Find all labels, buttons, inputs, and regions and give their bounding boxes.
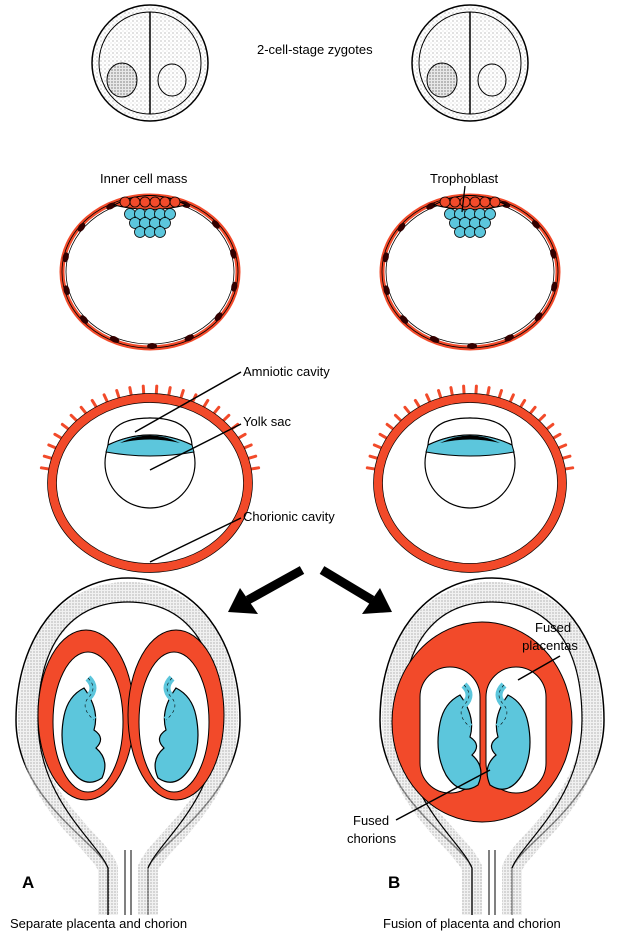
- trophoblast-cell: [449, 196, 461, 208]
- caption-a: Separate placenta and chorion: [10, 916, 187, 931]
- label-zygotes: 2-cell-stage zygotes: [257, 42, 373, 57]
- trophoblast-nucleus: [383, 285, 390, 296]
- chorionic-vesicle-right: [365, 384, 575, 573]
- zygote-right: [411, 4, 529, 122]
- trophoblast-nucleus: [62, 252, 69, 263]
- trophoblast-cell: [489, 196, 501, 208]
- inner-cell-mass-cell: [134, 226, 146, 238]
- label-fused-placentas-2: placentas: [522, 638, 578, 653]
- trophoblast-nucleus: [147, 342, 158, 349]
- trophoblast-nucleus: [534, 312, 543, 322]
- trophoblast-nucleus: [230, 248, 237, 259]
- trophoblast-cell: [439, 196, 451, 208]
- trophoblast-cell: [119, 196, 131, 208]
- label-chorionic-cavity: Chorionic cavity: [243, 509, 335, 524]
- trophoblast-nucleus: [504, 334, 514, 342]
- fetus: [486, 694, 531, 790]
- trophoblast-nucleus: [550, 248, 557, 259]
- leader-fused-chorions: [395, 769, 491, 821]
- uterus-b: [379, 577, 605, 915]
- leader-amniotic: [134, 371, 242, 433]
- trophoblast-nucleus: [397, 222, 406, 232]
- trophoblast-nucleus: [551, 281, 558, 292]
- trophoblast-nucleus: [531, 220, 540, 229]
- chorionic-vesicle-left: [39, 384, 261, 573]
- inner-cell-mass-cell: [164, 208, 176, 220]
- outline: [373, 393, 567, 573]
- trophoblast-nucleus: [109, 336, 120, 343]
- trophoblast-cell: [129, 196, 141, 208]
- trophoblast-nucleus: [80, 315, 89, 324]
- trophoblast-nucleus: [211, 220, 220, 229]
- blastocyst-right: [379, 193, 561, 351]
- outline: [56, 402, 244, 564]
- trophoblast-cell: [469, 196, 481, 208]
- trophoblast-nucleus: [63, 285, 70, 296]
- inner-cell-mass-cell: [484, 208, 496, 220]
- trophoblast-nucleus: [400, 315, 409, 324]
- trophoblast-nucleus: [231, 281, 238, 292]
- label-inner-cell-mass: Inner cell mass: [100, 171, 188, 186]
- umbilical-cord-outline: [165, 677, 176, 721]
- umbilical-cord-outline: [497, 684, 508, 728]
- label-yolk-sac: Yolk sac: [243, 414, 291, 429]
- leader-fused-placentas: [517, 655, 561, 681]
- trophoblast-nucleus: [426, 202, 436, 210]
- fetus: [61, 687, 106, 783]
- uterine-wall: [381, 581, 603, 915]
- inner-cell-mass-cell: [144, 226, 156, 238]
- epiblast: [440, 435, 500, 443]
- label-trophoblast: Trophoblast: [430, 171, 499, 186]
- trophoblast-cell: [459, 196, 471, 208]
- trophoblast-cell: [139, 196, 151, 208]
- trophoblast-cell: [169, 196, 181, 208]
- outline: [382, 402, 558, 564]
- umbilical-cord-outline: [84, 677, 95, 721]
- trophoblast-nucleus: [77, 222, 86, 232]
- label-fused-placentas-1: Fused: [535, 620, 571, 635]
- cervical-canal: [488, 850, 496, 915]
- arrow-to-a-icon: [228, 566, 305, 614]
- inner-cell-mass-cell: [454, 226, 466, 238]
- panel-letter-a: A: [22, 873, 34, 892]
- inner-cell-mass-cell: [479, 217, 491, 229]
- label-fused-chorions-2: chorions: [347, 831, 397, 846]
- fetus: [437, 694, 482, 790]
- caption-b: Fusion of placenta and chorion: [383, 916, 561, 931]
- fetus: [154, 687, 199, 783]
- trophoblast-nucleus: [382, 252, 389, 263]
- trophoblast-cell: [479, 196, 491, 208]
- outline: [47, 393, 253, 573]
- trophoblast-nucleus: [429, 336, 440, 343]
- inner-cell-mass-cell: [464, 226, 476, 238]
- blastocyst-left: [59, 193, 241, 351]
- trophoblast-nucleus: [184, 334, 194, 342]
- umbilical-cord-outline: [460, 684, 471, 728]
- inner-cell-mass-cell: [474, 226, 486, 238]
- label-amniotic-cavity: Amniotic cavity: [243, 364, 330, 379]
- trophoblast-nucleus: [106, 202, 116, 210]
- arrow-to-b-icon: [319, 566, 392, 614]
- trophoblast-cell: [149, 196, 161, 208]
- trophoblast-cell: [159, 196, 171, 208]
- epiblast: [120, 435, 180, 443]
- leader-trophoblast: [461, 185, 466, 213]
- inner-cell-mass-cell: [154, 226, 166, 238]
- leader-chorionic: [149, 517, 242, 563]
- trophoblast-nucleus: [214, 312, 223, 322]
- cervical-canal: [124, 850, 132, 915]
- uterine-wall: [17, 581, 239, 915]
- leader-yolk-sac: [149, 423, 242, 471]
- inner-cell-mass-cell: [159, 217, 171, 229]
- label-fused-chorions-1: Fused: [353, 813, 389, 828]
- zygote-left: [91, 4, 209, 122]
- panel-letter-b: B: [388, 873, 400, 892]
- trophoblast-nucleus: [467, 342, 478, 349]
- uterus-a: [15, 577, 241, 915]
